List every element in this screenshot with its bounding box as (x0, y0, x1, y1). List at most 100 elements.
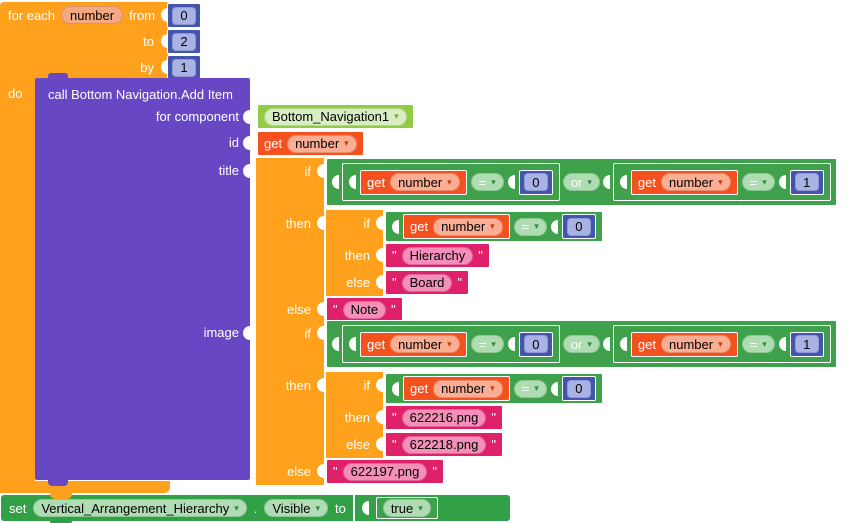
dropdown-arrow-icon: ▾ (447, 338, 452, 349)
close-quote: " (457, 275, 462, 290)
socket-notch (161, 8, 168, 22)
number-block[interactable]: 0 (561, 214, 596, 239)
number-block-to[interactable]: 2 (167, 29, 201, 54)
if-condition-row: if get number ▾ = ▾ (256, 158, 837, 210)
dropdown-arrow-icon: ▾ (534, 221, 539, 231)
get-number-block[interactable]: get number ▾ (360, 331, 467, 357)
component-dropdown[interactable]: Vertical_Arrangement_Hierarchy ▾ (33, 499, 247, 517)
socket-notch (243, 326, 250, 340)
get-number-block[interactable]: get number ▾ (403, 214, 510, 239)
variable-dropdown[interactable]: number ▾ (390, 335, 460, 353)
for-each-bottom-bar (0, 481, 170, 493)
operator-dropdown[interactable]: = ▾ (741, 335, 775, 353)
number-value-field[interactable]: 0 (566, 217, 591, 236)
number-value-field[interactable]: 1 (172, 58, 196, 77)
socket-notch (243, 110, 250, 124)
text-string-block[interactable]: " 622216.png " (385, 405, 503, 430)
get-number-block[interactable]: get number ▾ (630, 331, 738, 357)
then-row: then if get number ▾ (256, 210, 603, 296)
operator-dropdown[interactable]: = ▾ (513, 217, 547, 236)
socket-notch (317, 464, 324, 478)
operator-dropdown[interactable]: = ▾ (470, 173, 504, 191)
number-block[interactable]: 1 (789, 169, 824, 195)
socket-notch (317, 378, 324, 392)
nested-if-block[interactable]: if get number ▾ = (326, 210, 603, 296)
title-if-block[interactable]: if get number ▾ = ▾ (256, 158, 837, 323)
get-number-block[interactable]: get number ▾ (360, 169, 467, 195)
or-dropdown[interactable]: or ▾ (562, 173, 600, 191)
text-string-block[interactable]: " Hierarchy " (385, 243, 490, 268)
logic-value-dropdown[interactable]: true ▾ (382, 499, 431, 517)
or-logic-block[interactable]: get number ▾ = ▾ 0 (326, 320, 837, 368)
for-each-block-header[interactable]: for each number from to by (0, 2, 168, 80)
close-quote: " (432, 464, 437, 479)
text-value-field[interactable]: 622216.png (401, 408, 487, 427)
variable-dropdown[interactable]: number ▾ (433, 379, 503, 398)
text-value-field[interactable]: 622218.png (401, 435, 487, 454)
if-condition-row: if get number ▾ = (326, 210, 603, 242)
equals-block[interactable]: get number ▾ = ▾ 1 (612, 325, 831, 363)
variable-dropdown[interactable]: number ▾ (660, 173, 731, 191)
text-value-field[interactable]: Hierarchy (401, 246, 474, 265)
number-block-by[interactable]: 1 (167, 55, 201, 80)
number-block[interactable]: 0 (518, 169, 553, 195)
or-logic-block[interactable]: get number ▾ = ▾ 0 (326, 158, 837, 206)
text-value-field[interactable]: Note (342, 300, 387, 319)
text-string-block[interactable]: " 622197.png " (326, 459, 444, 484)
text-string-block[interactable]: " Board " (385, 270, 469, 295)
number-block[interactable]: 1 (789, 331, 824, 357)
set-visible-block[interactable]: set Vertical_Arrangement_Hierarchy ▾ . V… (1, 495, 510, 521)
number-block[interactable]: 0 (518, 331, 553, 357)
number-block-from[interactable]: 0 (167, 3, 201, 28)
socket-notch (243, 136, 250, 150)
text-value-field[interactable]: Board (401, 273, 453, 292)
open-quote: " (333, 302, 338, 317)
variable-dropdown[interactable]: number ▾ (390, 173, 460, 191)
for-each-do-spine[interactable] (0, 80, 35, 493)
text-string-block[interactable]: " 622218.png " (385, 432, 503, 457)
or-dropdown[interactable]: or ▾ (562, 335, 600, 353)
number-value-field[interactable]: 1 (794, 173, 819, 191)
call-add-item-block[interactable]: call Bottom Navigation.Add Item for comp… (35, 78, 250, 480)
text-value-field[interactable]: 622197.png (342, 462, 428, 481)
text-string-block[interactable]: " Note " (326, 297, 403, 322)
variable-dropdown[interactable]: number ▾ (660, 335, 731, 353)
loop-variable-field[interactable]: number (60, 6, 124, 24)
nested-if-block[interactable]: if get number ▾ = (326, 372, 603, 458)
equals-block[interactable]: get number ▾ = ▾ 1 (612, 163, 831, 201)
else-label: else (287, 464, 311, 479)
else-row: else " 622218.png " (326, 431, 503, 458)
else-cell: else (326, 269, 383, 296)
number-value-field[interactable]: 0 (172, 6, 196, 25)
call-block-bottom-connector (48, 479, 68, 486)
open-quote: " (392, 437, 397, 452)
property-dropdown[interactable]: Visible ▾ (264, 499, 328, 517)
number-block[interactable]: 0 (561, 376, 596, 401)
image-if-block[interactable]: if get number ▾ = ▾ (256, 320, 837, 485)
operator-dropdown[interactable]: = ▾ (741, 173, 775, 191)
equals-block[interactable]: get number ▾ = ▾ 0 (342, 325, 560, 363)
operator-dropdown[interactable]: = ▾ (470, 335, 504, 353)
number-value-field[interactable]: 1 (794, 335, 819, 353)
variable-dropdown[interactable]: number ▾ (287, 134, 357, 153)
get-number-block-id[interactable]: get number ▾ (257, 131, 364, 156)
get-number-block[interactable]: get number ▾ (403, 376, 510, 401)
equals-block[interactable]: get number ▾ = ▾ 0 (385, 211, 603, 242)
get-number-block[interactable]: get number ▾ (630, 169, 738, 195)
number-value-field[interactable]: 0 (566, 379, 591, 398)
number-value-field[interactable]: 0 (523, 173, 548, 191)
number-value-field[interactable]: 0 (523, 335, 548, 353)
operator-dropdown[interactable]: = ▾ (513, 379, 547, 398)
component-dropdown[interactable]: Bottom_Navigation1 ▾ (264, 107, 407, 126)
component-block-bottom-navigation1[interactable]: Bottom_Navigation1 ▾ (257, 104, 414, 129)
socket-notch (550, 219, 558, 234)
socket-notch (332, 175, 339, 189)
equals-block[interactable]: get number ▾ = ▾ 0 (342, 163, 560, 201)
open-quote: " (392, 248, 397, 263)
do-label: do (8, 86, 23, 101)
equals-block[interactable]: get number ▾ = ▾ 0 (385, 373, 603, 404)
logic-true-block[interactable]: true ▾ (375, 497, 438, 519)
number-value-field[interactable]: 2 (172, 32, 196, 51)
dropdown-arrow-icon: ▾ (315, 502, 320, 513)
variable-dropdown[interactable]: number ▾ (433, 217, 503, 236)
